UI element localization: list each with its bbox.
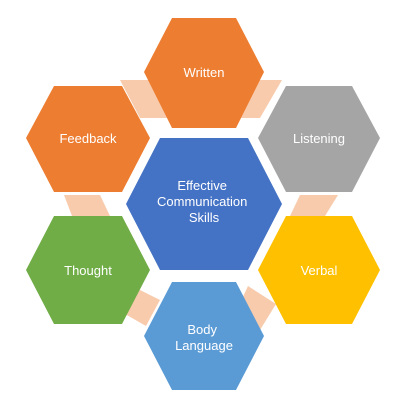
hex-center-label: Effective Communication Skills <box>157 178 251 225</box>
hex-center-shape <box>126 138 282 270</box>
hex-verbal-shape <box>258 216 380 324</box>
hex-feedback-label: Feedback <box>59 131 117 146</box>
hex-body-language-label: Body Language <box>175 322 233 353</box>
connector-feedback-written <box>120 80 172 118</box>
hex-body-language-line-2: Language <box>175 338 233 353</box>
hex-center-line-3: Skills <box>189 210 220 225</box>
hex-written-shape <box>144 18 264 128</box>
hex-written-line: Written <box>184 65 225 80</box>
hex-thought-label: Thought <box>64 263 112 278</box>
hex-feedback: Feedback <box>26 86 150 192</box>
hex-thought-line: Thought <box>64 263 112 278</box>
hex-body-language: Body Language <box>144 282 264 390</box>
hex-written: Written <box>144 18 264 128</box>
hex-verbal: Verbal <box>258 216 380 324</box>
hex-verbal-line: Verbal <box>301 263 338 278</box>
hex-body-language-shape <box>144 282 264 390</box>
connector-thought-feedback <box>64 195 110 216</box>
hex-listening-shape <box>258 86 380 192</box>
connector-listening-verbal <box>290 195 338 216</box>
hex-listening: Listening <box>258 86 380 192</box>
hex-written-label: Written <box>184 65 225 80</box>
hex-thought-shape <box>26 216 150 324</box>
hex-center: Effective Communication Skills <box>126 138 282 270</box>
hex-body-language-line-1: Body <box>187 322 217 337</box>
hex-feedback-shape <box>26 86 150 192</box>
hex-verbal-label: Verbal <box>301 263 338 278</box>
hex-center-line-1: Effective <box>177 178 227 193</box>
hex-thought: Thought <box>26 216 150 324</box>
hex-center-line-2: Communication <box>157 194 247 209</box>
hex-listening-label: Listening <box>293 131 345 146</box>
hex-listening-line: Listening <box>293 131 345 146</box>
hex-feedback-line: Feedback <box>59 131 117 146</box>
